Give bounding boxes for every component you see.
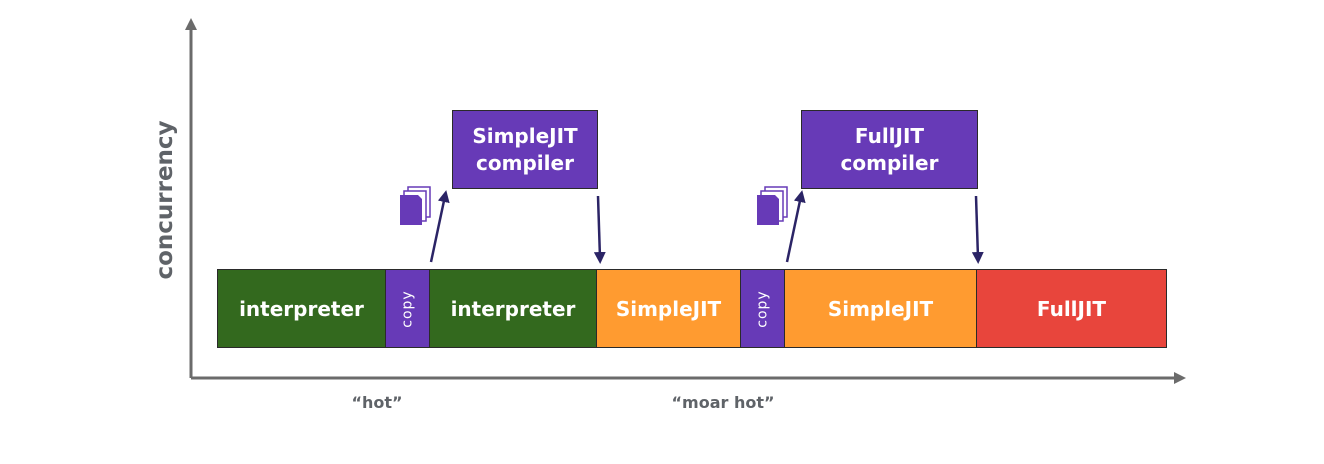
simplejit-compiler-box: SimpleJIT compiler	[452, 110, 598, 189]
timeline-segment-copy: copy	[740, 269, 785, 348]
compiler-line1: SimpleJIT	[472, 123, 578, 148]
segment-label: copy	[754, 289, 771, 328]
compiler-line1: FullJIT	[854, 123, 925, 148]
y-axis-label: concurrency	[152, 120, 178, 280]
timeline-segment-interpreter: interpreter	[217, 269, 386, 348]
timeline-segment-interpreter: interpreter	[429, 269, 597, 348]
segment-label: SimpleJIT	[827, 296, 934, 321]
compiler-line2: compiler	[840, 150, 939, 175]
arrow-icon	[971, 195, 984, 264]
arrow-icon	[429, 190, 450, 263]
segment-label: copy	[399, 289, 416, 328]
timeline-segment-simplejit: SimpleJIT	[596, 269, 741, 348]
x-annotation-hot: “hot”	[351, 393, 403, 412]
document-stack-icon	[757, 186, 788, 225]
timeline-segment-simplejit: SimpleJIT	[784, 269, 977, 348]
timeline-segment-fulljit: FullJIT	[976, 269, 1167, 348]
arrow-icon	[785, 190, 806, 263]
segment-label: SimpleJIT	[615, 296, 722, 321]
fulljit-compiler-box: FullJIT compiler	[801, 110, 978, 189]
document-stack-icon	[400, 186, 431, 225]
segment-label: interpreter	[450, 296, 576, 321]
x-annotation-moar-hot: “moar hot”	[671, 393, 775, 412]
arrow-icon	[593, 195, 606, 264]
compiler-line2: compiler	[476, 150, 574, 175]
segment-label: FullJIT	[1036, 296, 1107, 321]
segment-label: interpreter	[239, 296, 364, 321]
timeline-segment-copy: copy	[385, 269, 430, 348]
